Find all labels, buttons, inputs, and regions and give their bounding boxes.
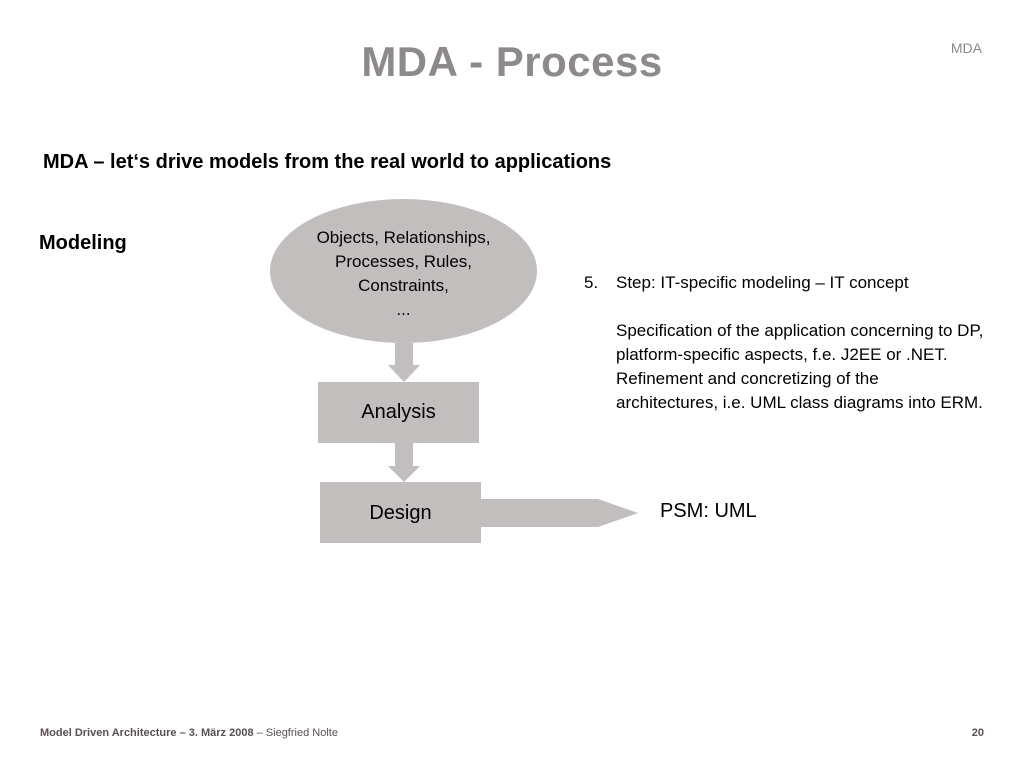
footer-author: – Siegfried Nolte bbox=[253, 727, 338, 739]
output-label: PSM: UML bbox=[660, 500, 757, 522]
ellipse-line: ... bbox=[396, 300, 411, 319]
slide-tag: MDA bbox=[950, 40, 982, 56]
arrow-ellipse-to-analysis bbox=[388, 343, 420, 382]
slide-subtitle: MDA – let‘s drive models from the real w… bbox=[43, 151, 612, 173]
requirements-ellipse bbox=[270, 199, 537, 343]
footer-info: Model Driven Architecture – 3. März 2008… bbox=[40, 727, 338, 739]
arrow-analysis-to-design bbox=[388, 443, 420, 482]
ellipse-line: Objects, Relationships, bbox=[316, 228, 491, 247]
footer-title: Model Driven Architecture – 3. März 2008 bbox=[40, 727, 254, 739]
step-body: Step: IT-specific modeling – IT concept … bbox=[616, 271, 984, 415]
arrow-design-to-psm bbox=[481, 499, 638, 527]
design-box: Design bbox=[320, 482, 481, 543]
ellipse-line: Processes, Rules, bbox=[335, 252, 472, 271]
analysis-box: Analysis bbox=[318, 382, 479, 443]
step-text: Specification of the application concern… bbox=[616, 321, 984, 412]
page-number: 20 bbox=[971, 727, 984, 739]
step-heading: Step: IT-specific modeling – IT concept bbox=[616, 273, 909, 292]
requirements-text: Objects, Relationships, Processes, Rules… bbox=[270, 226, 537, 322]
ellipse-line: Constraints, bbox=[358, 276, 449, 295]
slide-title: MDA - Process bbox=[361, 38, 663, 85]
step-number: 5. bbox=[584, 273, 599, 292]
section-heading: Modeling bbox=[39, 232, 127, 254]
